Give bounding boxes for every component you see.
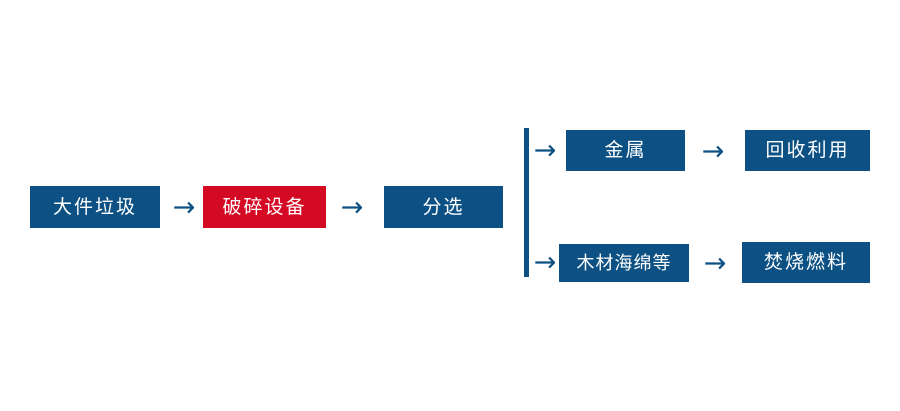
node-bulky-waste[interactable]: 大件垃圾 xyxy=(30,186,160,228)
node-metal[interactable]: 金属 xyxy=(566,130,685,171)
node-label: 木材海绵等 xyxy=(576,253,672,273)
arrow-right-icon-branch-wood-sponge: → xyxy=(533,246,557,278)
node-incineration-fuel[interactable]: 焚烧燃料 xyxy=(742,242,870,283)
node-crushing-equipment[interactable]: 破碎设备 xyxy=(203,186,326,228)
node-label: 分选 xyxy=(422,196,465,218)
node-label: 破碎设备 xyxy=(222,196,307,218)
arrow-right-icon-wood-to-incineration: → xyxy=(703,247,727,279)
node-label: 大件垃圾 xyxy=(52,196,137,218)
node-recycling-reuse[interactable]: 回收利用 xyxy=(745,130,870,171)
arrow-right-icon-bulky-to-crushing: → xyxy=(172,191,196,223)
arrow-right-icon-crushing-to-sorting: → xyxy=(340,191,364,223)
node-label: 焚烧燃料 xyxy=(763,252,848,273)
node-wood-sponge[interactable]: 木材海绵等 xyxy=(559,244,689,282)
node-label: 回收利用 xyxy=(765,140,850,161)
split-bracket-stem xyxy=(524,128,529,277)
arrow-right-icon-branch-metal: → xyxy=(533,134,557,166)
arrow-right-icon-metal-to-recycling: → xyxy=(701,135,725,167)
node-label: 金属 xyxy=(604,140,647,161)
node-sorting[interactable]: 分选 xyxy=(384,186,503,228)
